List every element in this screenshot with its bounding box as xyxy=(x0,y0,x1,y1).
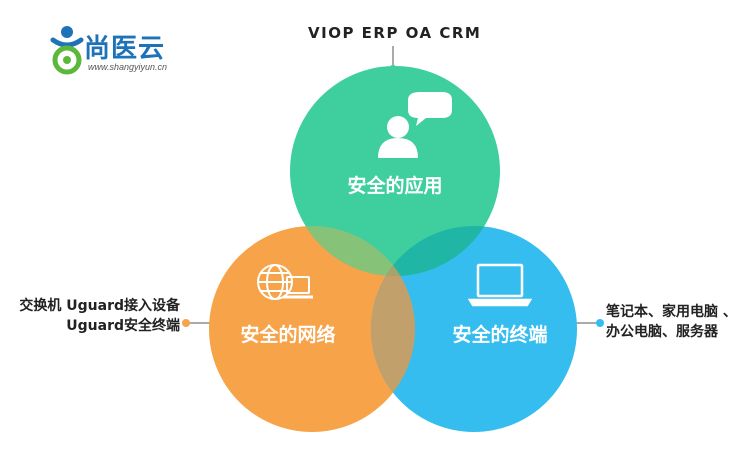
terminal-devices-label: 笔记本、家用电脑 、 办公电脑、服务器 xyxy=(606,302,737,342)
logo: 尚医云 www.shangyiyun.cn xyxy=(50,24,190,84)
logo-url: www.shangyiyun.cn xyxy=(88,62,168,72)
network-devices-line-2: Uguard安全终端 xyxy=(66,318,180,334)
logo-figure-icon xyxy=(50,26,84,75)
logo-name: 尚医云 xyxy=(84,34,166,64)
right-connector-dot xyxy=(596,319,604,327)
terminal-circle xyxy=(371,226,577,432)
network-devices-line-1: 交换机 Uguard接入设备 xyxy=(19,298,180,314)
network-circle xyxy=(209,226,415,432)
terminal-devices-line-1: 笔记本、家用电脑 、 xyxy=(606,304,737,320)
network-devices-label: 交换机 Uguard接入设备 Uguard安全终端 xyxy=(19,296,180,336)
application-systems-label: VIOP ERP OA CRM xyxy=(308,24,482,42)
user-chat-icon xyxy=(378,92,452,158)
terminal-circle-label: 安全的终端 xyxy=(452,323,547,346)
terminal-devices-line-2: 办公电脑、服务器 xyxy=(606,324,718,340)
application-circle xyxy=(290,66,500,276)
laptop-icon xyxy=(467,263,533,307)
application-circle-label: 安全的应用 xyxy=(347,174,442,197)
network-circle-label: 安全的网络 xyxy=(240,323,335,346)
left-connector-dot xyxy=(182,319,190,327)
globe-laptop-icon xyxy=(257,264,313,300)
